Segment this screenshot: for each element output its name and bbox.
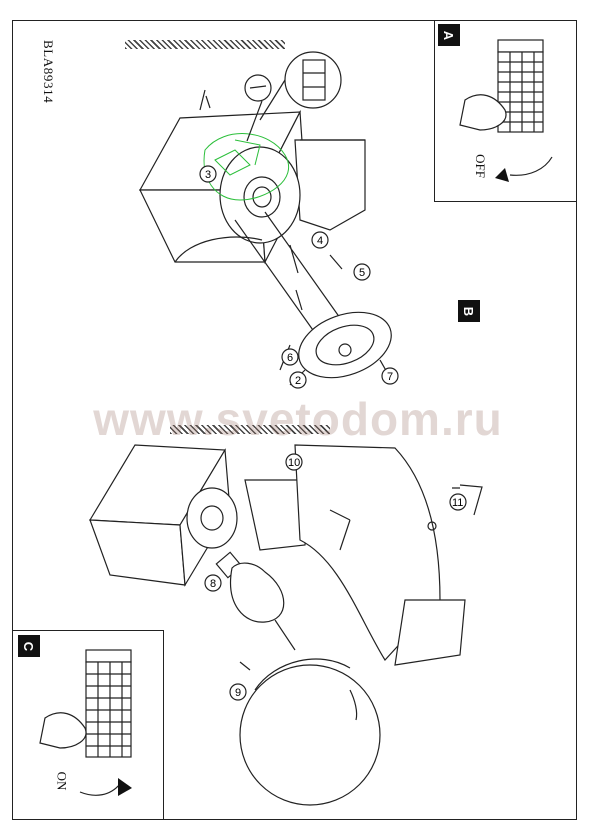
watermark: www.svetodom.ru — [93, 393, 503, 445]
step-marker — [353, 263, 371, 281]
step-markers: 3 4 5 6 2 7 8 9 10 11 — [199, 165, 467, 701]
lamp-body-lower — [88, 444, 483, 666]
switch-off-label: OFF — [472, 154, 488, 178]
step-marker — [449, 493, 467, 511]
diagram-frame — [12, 20, 577, 820]
panel-c — [12, 630, 164, 820]
section-a-badge: A — [438, 24, 460, 46]
light-bulb — [215, 551, 285, 623]
step-number: 11 — [452, 497, 463, 509]
switch-on-label: ON — [54, 771, 70, 791]
step-number: 2 — [295, 375, 301, 387]
step-marker — [311, 231, 329, 249]
section-c-badge: C — [18, 635, 40, 657]
step-number: 3 — [205, 169, 211, 181]
step-marker — [285, 453, 303, 471]
hatch-bar-middle — [170, 425, 330, 434]
step-marker — [281, 348, 299, 366]
terminal-detail — [244, 51, 342, 142]
step-number: 5 — [359, 267, 365, 279]
hatch-bar-top — [125, 40, 285, 49]
panel-a — [434, 20, 577, 202]
section-b-badge: B — [458, 300, 480, 322]
step-marker — [381, 367, 399, 385]
step-number: 6 — [287, 352, 293, 364]
lamp-body-upper — [138, 89, 366, 265]
glass-globe — [239, 619, 381, 806]
step-number: 4 — [317, 235, 323, 247]
step-number: 9 — [235, 687, 241, 699]
step-marker — [204, 574, 222, 592]
step-marker — [199, 165, 217, 183]
step-number: 8 — [210, 578, 216, 590]
mounting-plate — [234, 211, 392, 386]
step-number: 7 — [387, 371, 393, 383]
step-number: 10 — [288, 457, 300, 469]
step-marker — [229, 683, 247, 701]
step-marker — [289, 371, 307, 389]
